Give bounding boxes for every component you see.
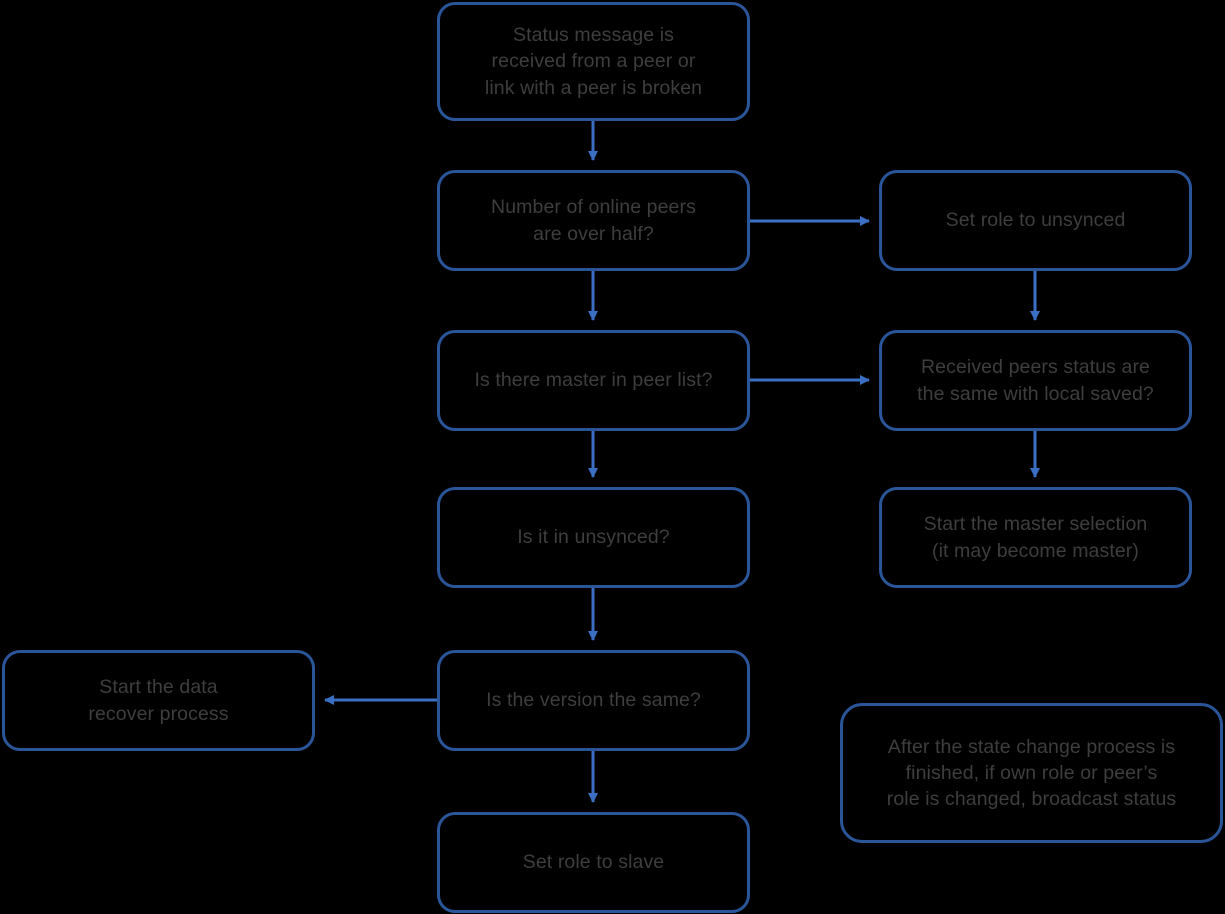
node-broadcast-note[interactable]: After the state change process is finish… xyxy=(840,703,1223,843)
node-status-received[interactable]: Status message is received from a peer o… xyxy=(437,2,750,121)
node-peers-status-same[interactable]: Received peers status are the same with … xyxy=(879,330,1192,431)
node-peers-status-same-label: Received peers status are the same with … xyxy=(917,356,1154,405)
node-is-unsynced-label: Is it in unsynced? xyxy=(517,526,670,549)
node-peers-over-half-label: Number of online peers are over half? xyxy=(491,196,696,245)
node-set-role-slave[interactable]: Set role to slave xyxy=(437,812,750,913)
node-is-unsynced[interactable]: Is it in unsynced? xyxy=(437,487,750,588)
node-master-selection[interactable]: Start the master selection (it may becom… xyxy=(879,487,1192,588)
node-status-received-label: Status message is received from a peer o… xyxy=(484,24,703,99)
node-set-role-unsynced-label: Set role to unsynced xyxy=(945,209,1126,232)
node-set-role-slave-label: Set role to slave xyxy=(522,851,665,874)
node-set-role-unsynced[interactable]: Set role to unsynced xyxy=(879,170,1192,271)
node-version-same-label: Is the version the same? xyxy=(486,689,701,712)
node-master-in-peer-list[interactable]: Is there master in peer list? xyxy=(437,330,750,431)
node-master-in-peer-list-label: Is there master in peer list? xyxy=(474,369,713,392)
node-data-recover-label: Start the data recover process xyxy=(88,676,229,725)
node-data-recover[interactable]: Start the data recover process xyxy=(2,650,315,751)
node-master-selection-label: Start the master selection (it may becom… xyxy=(923,513,1148,562)
node-peers-over-half[interactable]: Number of online peers are over half? xyxy=(437,170,750,271)
node-broadcast-note-label: After the state change process is finish… xyxy=(886,735,1177,811)
node-version-same[interactable]: Is the version the same? xyxy=(437,650,750,751)
